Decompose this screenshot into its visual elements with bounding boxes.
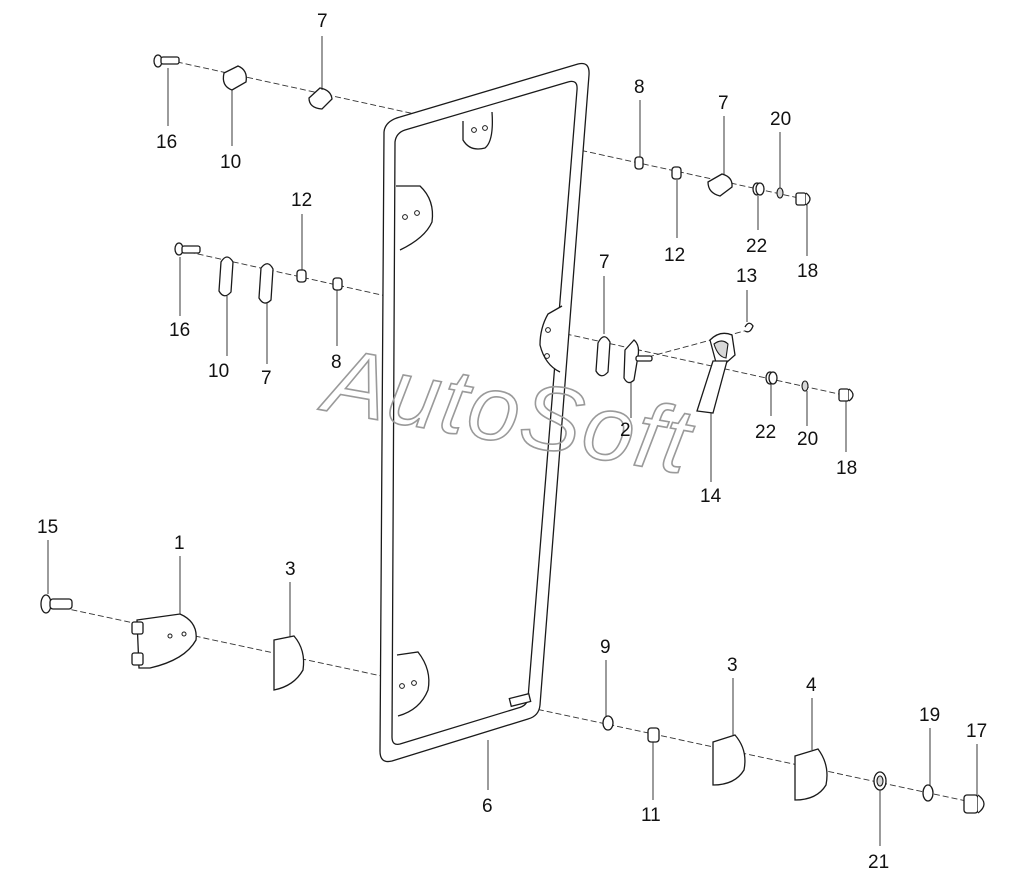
handle-14 xyxy=(696,332,736,414)
bushing-12-top xyxy=(671,166,682,180)
plate-7-mid xyxy=(258,263,274,304)
plate-10-top xyxy=(222,65,247,91)
callout-19: 19 xyxy=(919,705,940,726)
window-frame xyxy=(379,62,590,763)
bushing-12-mid xyxy=(296,269,307,283)
callout-16-mid: 16 xyxy=(169,320,190,341)
plate-3-right xyxy=(712,734,746,786)
callout-22-top: 22 xyxy=(746,236,767,257)
bushing-8-top xyxy=(634,156,644,170)
washer-21 xyxy=(873,771,887,791)
callout-17: 17 xyxy=(966,721,987,742)
callout-9: 9 xyxy=(600,637,611,658)
callout-11: 11 xyxy=(641,805,661,826)
callout-4: 4 xyxy=(806,675,817,696)
hinge-1 xyxy=(131,613,197,669)
callout-7-mid: 7 xyxy=(261,368,272,389)
callout-7-top-right: 7 xyxy=(718,93,729,114)
bolt-15 xyxy=(40,594,73,614)
callout-20-top: 20 xyxy=(770,109,791,130)
bushing-11 xyxy=(647,727,660,743)
callout-20-latch: 20 xyxy=(797,429,818,450)
callout-18-top: 18 xyxy=(797,261,818,282)
leader-lines xyxy=(47,36,978,846)
bolt-16-mid xyxy=(174,242,201,256)
callout-labels: 16 10 7 8 7 20 12 22 18 12 16 10 7 8 7 1… xyxy=(37,11,987,873)
plate-7-top-right xyxy=(707,173,733,197)
callout-2: 2 xyxy=(620,420,631,441)
cap-nut-17 xyxy=(963,794,985,814)
callout-10-top: 10 xyxy=(220,152,241,173)
callout-12-top: 12 xyxy=(664,245,685,266)
callout-7-latch: 7 xyxy=(599,252,610,273)
latch-bracket-2 xyxy=(623,339,653,384)
plate-3-left xyxy=(273,635,305,691)
callout-13: 13 xyxy=(736,266,757,287)
callout-18-latch: 18 xyxy=(836,458,857,479)
callout-16-top: 16 xyxy=(156,132,177,153)
cap-nut-18-latch xyxy=(838,388,854,402)
callout-22-latch: 22 xyxy=(755,422,776,443)
callout-6: 6 xyxy=(482,796,493,817)
washer-20-top xyxy=(776,187,784,199)
washer-22-latch xyxy=(765,371,778,385)
callout-10-mid: 10 xyxy=(208,361,229,382)
spring-clip-13 xyxy=(744,322,754,333)
callout-7-top: 7 xyxy=(317,11,328,32)
axis-upper-left xyxy=(179,249,396,299)
callout-21: 21 xyxy=(868,852,889,873)
callout-15: 15 xyxy=(37,517,58,538)
callout-14: 14 xyxy=(700,486,722,507)
callout-12-mid: 12 xyxy=(291,190,312,211)
nut-19 xyxy=(922,784,934,802)
spacer-9 xyxy=(602,715,614,731)
washer-20-latch xyxy=(801,380,809,392)
plate-7-latch xyxy=(595,336,611,377)
bushing-8-mid xyxy=(332,277,343,291)
washer-22-top xyxy=(752,182,765,196)
plate-7-top xyxy=(308,87,333,110)
bolt-16-top xyxy=(153,54,180,68)
callout-8-top: 8 xyxy=(634,77,645,98)
cap-nut-18-top xyxy=(795,192,811,206)
plate-10-mid xyxy=(218,256,234,297)
callout-8-mid: 8 xyxy=(331,352,342,373)
callout-1: 1 xyxy=(174,533,185,554)
callout-3-right: 3 xyxy=(727,655,738,676)
plate-4 xyxy=(794,748,828,801)
callout-3-left: 3 xyxy=(285,559,296,580)
axis-latch xyxy=(547,329,849,397)
